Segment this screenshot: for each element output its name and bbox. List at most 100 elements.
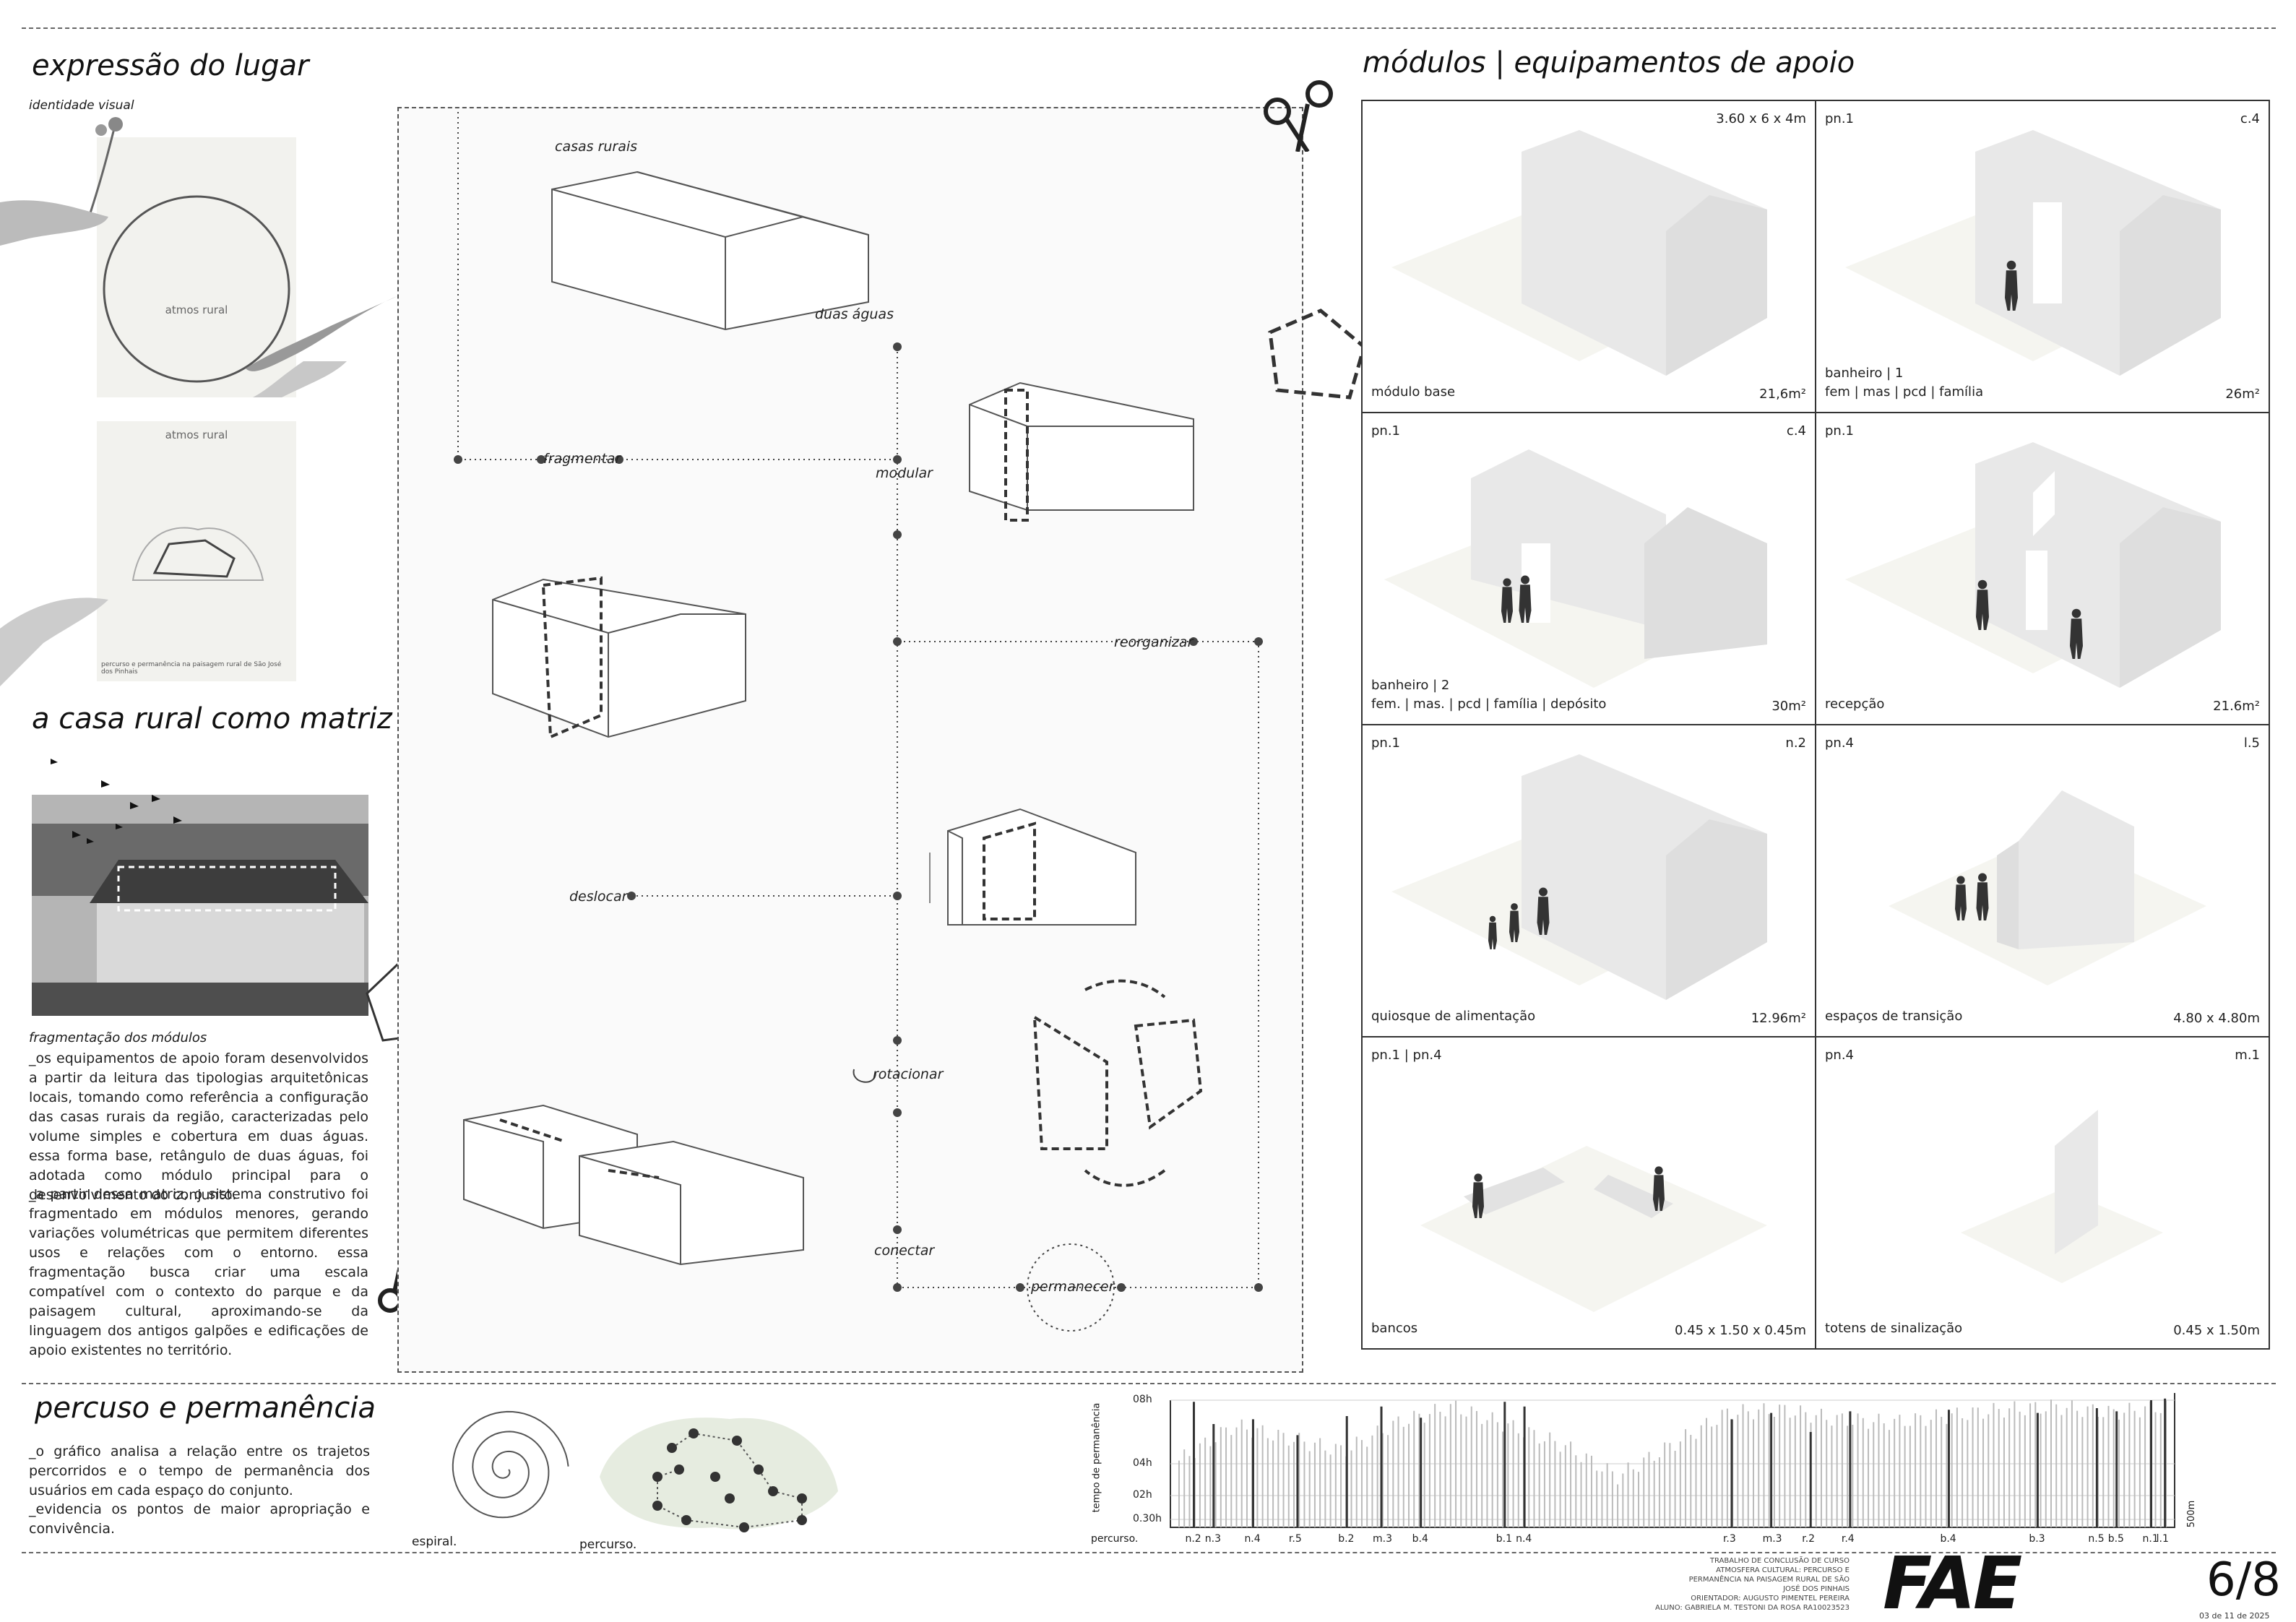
fae-logo: FAE: [1883, 1541, 2022, 1622]
modulo-cell-br: 21.6m²: [2213, 699, 2260, 714]
chart-x-marker-label: n.3: [1204, 1533, 1222, 1545]
rural-house-photo: [32, 795, 368, 1016]
birds-illustration: [51, 759, 182, 844]
diagram-graphics: [454, 85, 1263, 1332]
chart-x-marker-label: n.4: [1244, 1533, 1261, 1545]
poster-2-caption: percurso e permanência na paisagem rural…: [101, 661, 282, 676]
modulo-cell-tr: c.4: [1786, 423, 1806, 439]
poster-identidade-2: atmos rural percurso e permanência na pa…: [97, 421, 296, 681]
chart-x-marker-label: b.4: [1940, 1533, 1956, 1545]
percurso-label: percurso.: [579, 1537, 637, 1552]
matriz-paragraph-1: _os equipamentos de apoio foram desenvol…: [29, 1051, 368, 1203]
modulo-cell-bl: bancos: [1371, 1321, 1418, 1336]
chart-x-marker-label: b.4: [1412, 1533, 1428, 1545]
modulo-cell-tl: pn.4: [1825, 1048, 1855, 1063]
percurso-map-graphic: [600, 1418, 838, 1532]
modulo-cell-tl: pn.1 | pn.4: [1371, 1048, 1442, 1063]
modulo-cell-bl: módulo base: [1371, 384, 1456, 400]
chart-x-marker-label: n.5: [2088, 1533, 2105, 1545]
modulo-cell-br: 0.45 x 1.50m: [2173, 1323, 2260, 1338]
modulo-cell-tl: pn.4: [1825, 735, 1855, 751]
matriz-paragraph-2: _a partir dessa matriz, o sistema constr…: [29, 1186, 368, 1358]
modulo-cell-bl: espaços de transição: [1825, 1009, 1963, 1024]
modulo-drawing: [1391, 754, 1767, 1000]
label-fragmentar: fragmentar: [543, 451, 621, 467]
poster-2-map-graphic: [131, 527, 264, 581]
modulo-drawing: [1845, 442, 2221, 688]
modulo-drawing: [1384, 449, 1767, 688]
chart-axes: [1170, 1393, 2175, 1528]
chart-x-marker-label: r.4: [1841, 1533, 1855, 1545]
modulo-cell-tl: pn.1: [1371, 423, 1401, 439]
section-subtitle-identidade: identidade visual: [29, 98, 134, 113]
chart-x-marker-label: n.1: [2142, 1533, 2159, 1545]
chart-y-tick-label: 0.30h: [1133, 1513, 1162, 1524]
modulo-cell-bl: totens de sinalização: [1825, 1321, 1963, 1336]
modulo-cell-tr: l.5: [2243, 735, 2260, 751]
chart-right-label: 500m: [2186, 1500, 2198, 1528]
label-reorganizar: reorganizar: [1114, 634, 1194, 650]
flower-hand-illustration: [0, 117, 123, 246]
section-title-modulos: módulos | equipamentos de apoio: [1363, 46, 1855, 79]
chart-x-marker-label: b.3: [2029, 1533, 2045, 1545]
chart-x-marker-label: n.4: [1516, 1533, 1532, 1545]
modulo-cell: pn.1 c.4 banheiro | 1 fem | mas | pcd | fa…: [1815, 100, 2270, 413]
label-permanecer: permanecer: [1031, 1279, 1115, 1295]
section-subtitle-fragmentacao: fragmentação dos módulos: [29, 1030, 207, 1045]
label-modular: modular: [876, 465, 933, 481]
chart-x-marker-label: r.3: [1722, 1533, 1736, 1545]
modulo-drawing: [1889, 790, 2206, 985]
modulo-drawing: [1391, 130, 1767, 376]
footer-credits: TRABALHO DE CONCLUSÃO DE CURSO ATMOSFERA…: [1655, 1557, 1850, 1612]
chart-y-tick-label: 04h: [1133, 1457, 1152, 1469]
spiral-label: espiral.: [412, 1535, 457, 1549]
modulo-cell-bl: banheiro | 2 fem. | mas. | pcd | família…: [1371, 678, 1607, 712]
poster-1-text: atmos rural: [165, 303, 228, 316]
chart-xlabel: percurso.: [1091, 1533, 1139, 1545]
chart-x-marker-label: b.5: [2107, 1533, 2124, 1545]
modulo-cell: pn.4 m.1 totens de sinalização 0.45 x 1.50m: [1815, 1036, 2270, 1350]
section-title-matriz: a casa rural como matriz: [32, 702, 392, 735]
modulo-drawing: [1845, 130, 2221, 376]
divider-footer: [22, 1552, 2276, 1553]
chart-x-marker-label: m.3: [1373, 1533, 1393, 1545]
divider-top: [22, 27, 2276, 29]
modulo-cell-br: 12.96m²: [1751, 1011, 1806, 1026]
modulo-drawing: [1420, 1146, 1767, 1312]
modulo-cell-tr: c.4: [2240, 111, 2260, 126]
chart-y-tick-label: 08h: [1133, 1394, 1152, 1405]
percurso-paragraph-2: _evidencia os pontos de maior apropriaçã…: [29, 1501, 370, 1537]
modulo-cell-bl: banheiro | 1 fem | mas | pcd | família: [1825, 366, 1984, 400]
poster-circle-graphic: [103, 195, 290, 383]
modulo-cell-tr: n.2: [1785, 735, 1806, 751]
divider-bottom-band: [22, 1383, 2276, 1384]
modulo-cell-br: 30m²: [1771, 699, 1806, 714]
modulo-cell-tl: pn.1: [1825, 111, 1855, 126]
hand-illustration-right: [246, 296, 397, 397]
modulo-cell-bl: recepção: [1825, 696, 1885, 712]
chart-ylabel: tempo de permanência: [1091, 1402, 1102, 1513]
modulo-cell-tr: m.1: [2235, 1048, 2260, 1063]
modulo-cell-tl: pn.1: [1371, 735, 1401, 751]
chart-y-tick-label: 02h: [1133, 1489, 1152, 1501]
chart-x-marker-label: n.2: [1185, 1533, 1201, 1545]
label-deslocar: deslocar: [569, 889, 628, 905]
page-number: 6/8: [2206, 1553, 2281, 1607]
chart-x-marker-label: m.3: [1762, 1533, 1782, 1545]
label-casas-rurais: casas rurais: [555, 139, 638, 155]
chart-x-marker-label: b.1: [1496, 1533, 1513, 1545]
label-rotacionar: rotacionar: [873, 1066, 944, 1082]
modulo-cell: pn.4 l.5 espaços de transição 4.80 x 4.80m: [1815, 724, 2270, 1038]
modulo-cell: pn.1 c.4 banheiro | 2 fem. | mas. | pcd | …: [1361, 412, 1816, 725]
poster-2-title: atmos rural: [165, 428, 228, 441]
pentagon-outline-center: [1268, 309, 1366, 400]
chart-x-marker-label: r.5: [1288, 1533, 1302, 1545]
modulo-cell-br: 26m²: [2225, 387, 2260, 402]
section-title-percurso: percuso e permanência: [35, 1392, 376, 1425]
chart-x-marker-label: l.1: [2156, 1533, 2169, 1545]
label-conectar: conectar: [874, 1243, 935, 1259]
percurso-paragraph-1: _o gráfico analisa a relação entre os tr…: [29, 1444, 370, 1498]
modulo-cell-br: 4.80 x 4.80m: [2173, 1011, 2260, 1026]
